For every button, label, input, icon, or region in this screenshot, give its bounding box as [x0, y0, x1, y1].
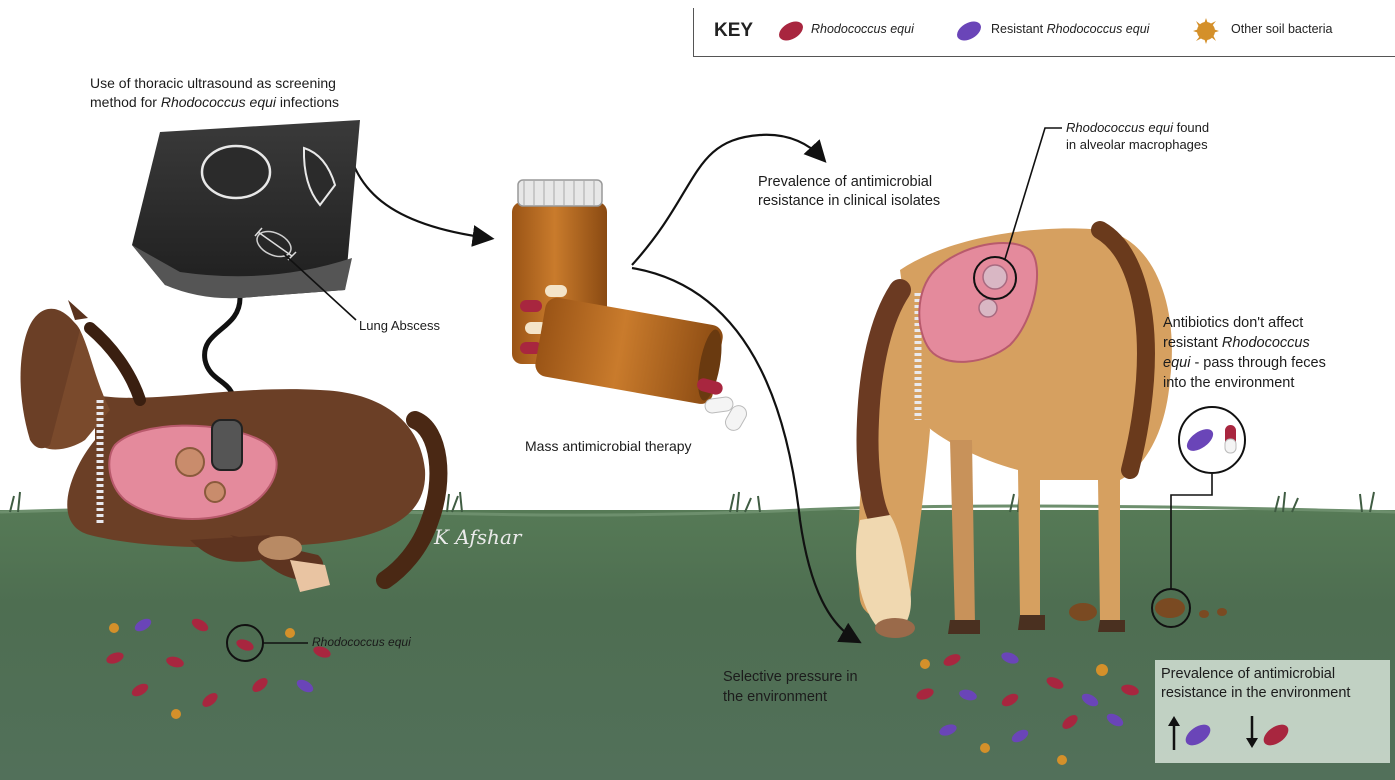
- soil-rhodococcus-label-text: Rhodococcus equi: [312, 635, 411, 649]
- key-legend: KEY Rhodococcus equi Resistant Rhodococc…: [693, 8, 1395, 57]
- selective-line1: Selective pressure in: [723, 669, 858, 685]
- key-resistant-italic: Rhodococcus equi: [1047, 22, 1150, 36]
- clinical-line1: Prevalence of antimicrobial: [758, 174, 932, 190]
- ultrasound-line1: Use of thoracic ultrasound as screening: [90, 75, 336, 91]
- antibiotics-line3-suffix: - pass through feces: [1190, 355, 1325, 371]
- ultrasound-line2-italic: Rhodococcus equi: [161, 94, 276, 110]
- key-rhodococcus-label: Rhodococcus equi: [811, 22, 914, 36]
- resistant-increase-icon: [1182, 720, 1214, 749]
- lung-abscess-label: Lung Abscess: [359, 316, 440, 335]
- key-item-resistant: Resistant Rhodococcus equi: [991, 22, 1149, 36]
- env-line1: Prevalence of antimicrobial: [1161, 666, 1335, 682]
- antibiotics-line4: into the environment: [1163, 375, 1294, 391]
- environment-prevalence-label: Prevalence of antimicrobial resistance i…: [1161, 665, 1350, 703]
- alveolar-macrophage-1: [983, 265, 1007, 289]
- spilled-capsules: [696, 377, 750, 433]
- antibiotics-line3-italic: equi: [1163, 355, 1190, 371]
- alveolar-macrophage-2: [979, 299, 997, 317]
- selective-pressure-label: Selective pressure in the environment: [723, 667, 858, 707]
- antibiotics-label: Antibiotics don't affect resistant Rhodo…: [1163, 313, 1326, 393]
- antibiotics-line2-italic: Rhodococcus: [1222, 335, 1310, 351]
- key-item-rhodococcus: Rhodococcus equi: [811, 22, 914, 36]
- up-arrow-icon: [1168, 716, 1180, 750]
- selective-line2: the environment: [723, 689, 827, 705]
- therapy-label: Mass antimicrobial therapy: [525, 437, 692, 456]
- lung-abscess-outline: [202, 146, 270, 198]
- ultrasound-label: Use of thoracic ultrasound as screening …: [90, 74, 339, 112]
- pill-bottle-tipped: [533, 296, 726, 406]
- lying-lung-abscess-2: [205, 482, 225, 502]
- clinical-line2: resistance in clinical isolates: [758, 193, 940, 209]
- macrophage-line2: in alveolar macrophages: [1066, 137, 1208, 152]
- macrophage-line1-italic: Rhodococcus equi: [1066, 120, 1173, 135]
- ultrasound-line2-suffix: infections: [276, 94, 339, 110]
- key-resistant-prefix: Resistant: [991, 22, 1047, 36]
- ultrasound-screen: [132, 120, 360, 298]
- susceptible-decrease-icon: [1260, 720, 1292, 749]
- macrophage-label: Rhodococcus equi found in alveolar macro…: [1066, 119, 1209, 153]
- antibiotics-line2-prefix: resistant: [1163, 335, 1222, 351]
- down-arrow-icon: [1246, 716, 1258, 748]
- ultrasound-line2-prefix: method for: [90, 94, 161, 110]
- rhodococcus-equi-icon: [776, 16, 806, 46]
- environment-prevalence-box: Prevalence of antimicrobial resistance i…: [1155, 660, 1390, 763]
- macrophage-line1-suffix: found: [1173, 120, 1209, 135]
- antibiotics-line1: Antibiotics don't affect: [1163, 315, 1303, 331]
- prevalence-change-indicators: [1165, 710, 1385, 754]
- ultrasound-probe: [212, 420, 242, 470]
- resistant-rhodococcus-equi-icon: [954, 16, 984, 46]
- arrow-ultrasound-to-therapy: [345, 128, 488, 238]
- clinical-isolates-label: Prevalence of antimicrobial resistance i…: [758, 173, 940, 211]
- artist-signature: K Afshar: [433, 525, 523, 549]
- other-soil-bacteria-icon: [1191, 16, 1221, 46]
- key-title: KEY: [714, 20, 753, 42]
- lying-lung-abscess-1: [176, 448, 204, 476]
- env-line2: resistance in the environment: [1161, 685, 1350, 701]
- key-item-soil-bacteria: Other soil bacteria: [1231, 22, 1332, 36]
- soil-rhodococcus-label: Rhodococcus equi: [312, 633, 411, 652]
